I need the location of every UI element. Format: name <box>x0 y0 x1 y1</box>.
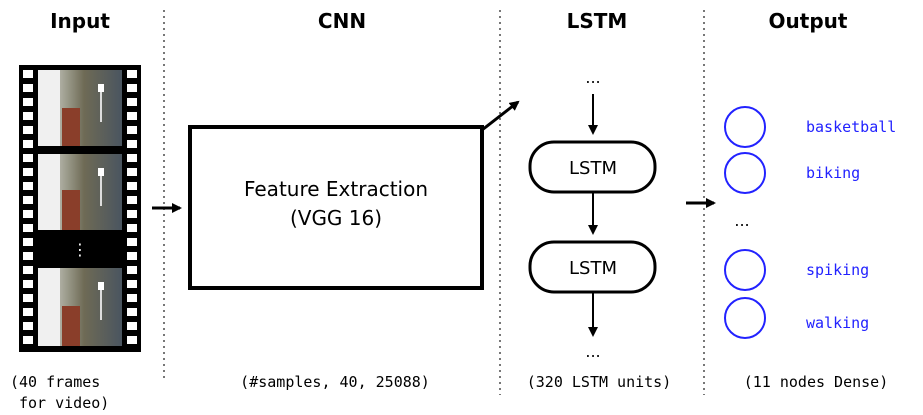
output-node-walking <box>724 297 766 339</box>
video-frame-3 <box>38 268 122 346</box>
sprocket-hole <box>127 266 137 274</box>
sprocket-hole <box>23 154 33 162</box>
lstm-ellipsis-bottom: ... <box>585 342 600 361</box>
sprocket-hole <box>23 238 33 246</box>
caption-output: (11 nodes Dense) <box>744 373 889 391</box>
cnn-box-line2: (VGG 16) <box>290 206 382 230</box>
sprocket-hole <box>127 210 137 218</box>
output-node-spiking <box>724 249 766 291</box>
lstm-ellipsis-top: ... <box>585 68 600 87</box>
sprocket-hole <box>23 112 33 120</box>
output-node-basketball <box>724 106 766 148</box>
sprockets-left <box>23 70 33 344</box>
sprocket-hole <box>23 266 33 274</box>
sprockets-right <box>127 70 137 344</box>
sprocket-hole <box>127 294 137 302</box>
sprocket-hole <box>23 280 33 288</box>
lstm-cell-2-label: LSTM <box>569 258 617 279</box>
sprocket-hole <box>23 308 33 316</box>
output-label-basketball: basketball <box>806 118 896 136</box>
output-node-biking <box>724 152 766 194</box>
sprocket-hole <box>23 210 33 218</box>
header-input: Input <box>50 9 110 33</box>
sprocket-hole <box>127 98 137 106</box>
sprocket-hole <box>127 182 137 190</box>
caption-input-line2: for video) <box>19 394 109 412</box>
sprocket-hole <box>127 252 137 260</box>
arrow-cnn-to-lstm <box>481 100 520 132</box>
sprocket-hole <box>23 322 33 330</box>
sprocket-hole <box>127 70 137 78</box>
sprocket-hole <box>127 224 137 232</box>
header-cnn: CNN <box>318 9 366 33</box>
video-frame-1 <box>38 70 122 146</box>
sprocket-hole <box>127 112 137 120</box>
header-lstm: LSTM <box>567 9 628 33</box>
sprocket-hole <box>23 252 33 260</box>
sprocket-hole <box>127 196 137 204</box>
sprocket-hole <box>127 168 137 176</box>
lstm-cell-1-label: LSTM <box>569 158 617 179</box>
sprocket-hole <box>23 224 33 232</box>
sprocket-hole <box>23 70 33 78</box>
caption-lstm: (320 LSTM units) <box>527 373 672 391</box>
sprocket-hole <box>23 336 33 344</box>
sprocket-hole <box>23 98 33 106</box>
sprocket-hole <box>127 336 137 344</box>
sprocket-hole <box>23 182 33 190</box>
sprocket-hole <box>23 84 33 92</box>
sprocket-hole <box>127 322 137 330</box>
video-frame-2 <box>38 154 122 230</box>
sprocket-hole <box>127 126 137 134</box>
frames-ellipsis: ⋮ <box>72 240 88 259</box>
sprocket-hole <box>127 308 137 316</box>
sprocket-hole <box>127 238 137 246</box>
cnn-box <box>188 125 484 290</box>
sprocket-hole <box>23 126 33 134</box>
sprocket-hole <box>23 196 33 204</box>
caption-cnn: (#samples, 40, 25088) <box>240 373 430 391</box>
caption-input-line1: (40 frames <box>10 373 100 391</box>
sprocket-hole <box>23 140 33 148</box>
output-ellipsis: ... <box>734 211 749 230</box>
header-output: Output <box>769 9 848 33</box>
sprocket-hole <box>127 154 137 162</box>
sprocket-hole <box>23 294 33 302</box>
cnn-box-line1: Feature Extraction <box>244 177 428 201</box>
sprocket-hole <box>127 84 137 92</box>
output-label-walking: walking <box>806 314 869 332</box>
sprocket-hole <box>23 168 33 176</box>
output-label-biking: biking <box>806 164 860 182</box>
film-strip: ⋮ <box>19 65 141 352</box>
sprocket-hole <box>127 140 137 148</box>
sprocket-hole <box>127 280 137 288</box>
output-label-spiking: spiking <box>806 261 869 279</box>
